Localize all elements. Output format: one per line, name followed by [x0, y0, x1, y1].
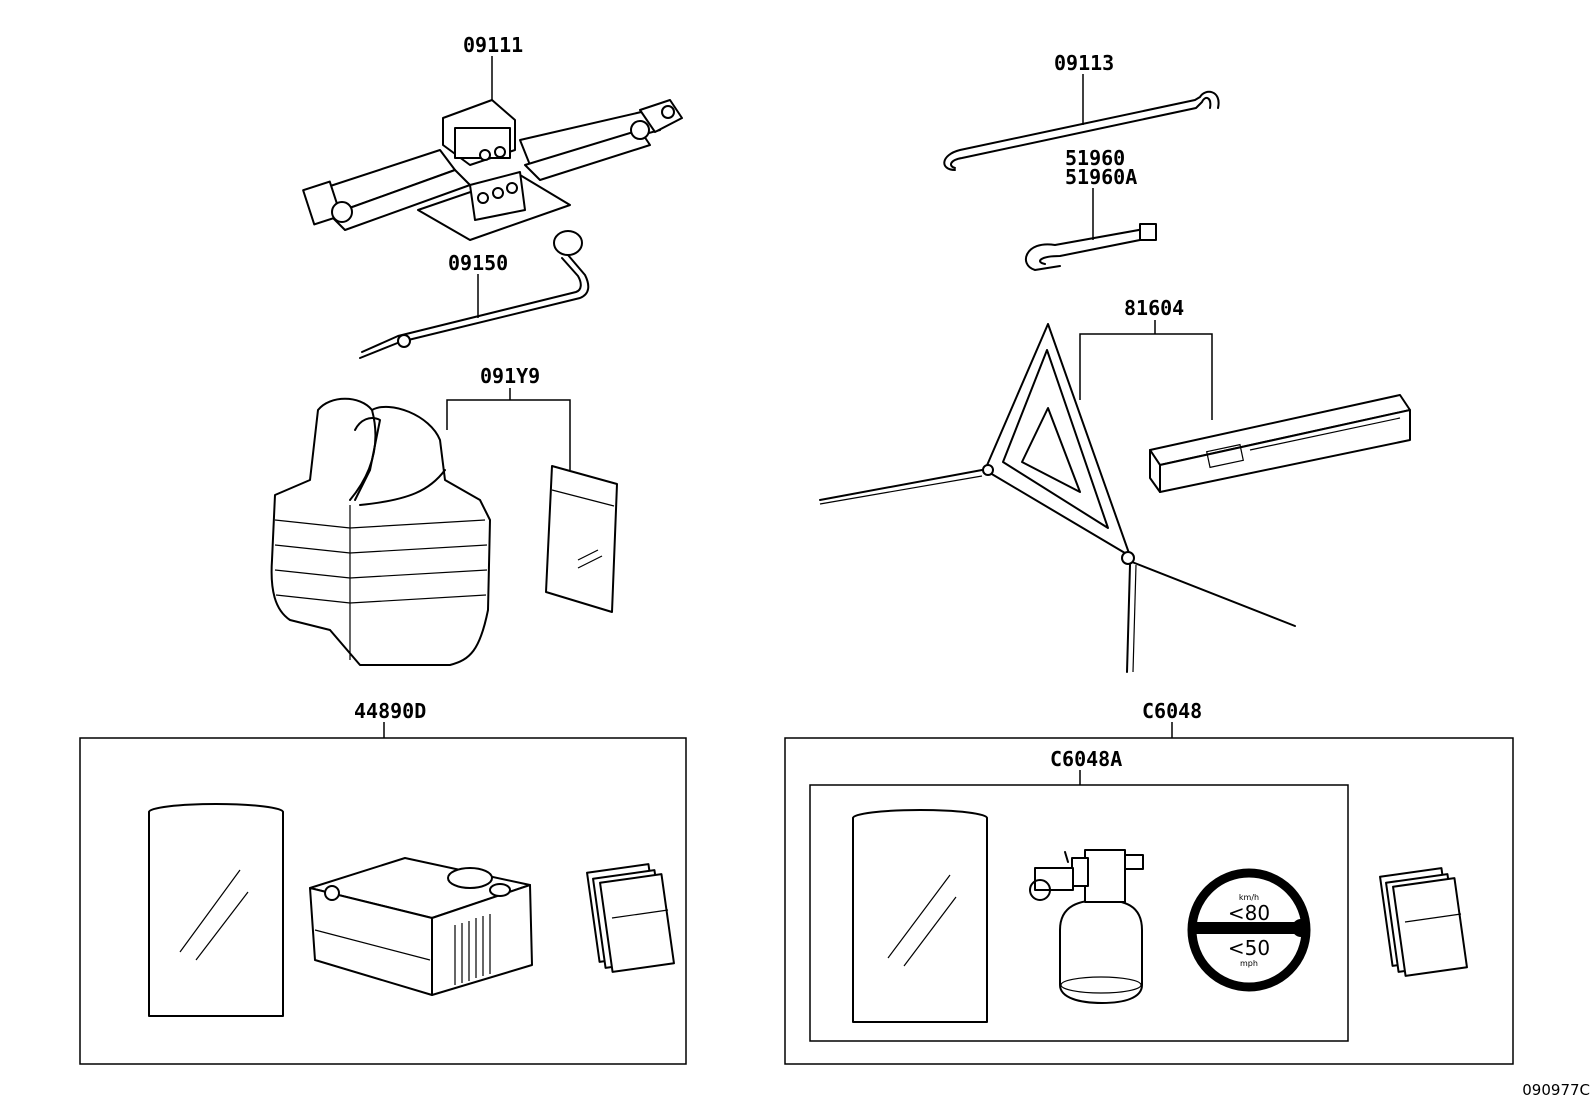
warning-triangle-part: 81604: [819, 296, 1411, 673]
wrench-part: 09150: [359, 230, 590, 359]
vest-part: 091Y9: [270, 364, 618, 666]
label-C6048: C6048: [1142, 699, 1202, 723]
label-C6048A: C6048A: [1050, 747, 1122, 771]
label-09150: 09150: [448, 251, 508, 275]
label-51960: 51960: [1065, 146, 1125, 170]
speed-unit-top: km/h: [1239, 893, 1259, 902]
label-51960A: 51960A: [1065, 165, 1137, 189]
repair-kit-frame: [79, 737, 687, 1065]
speed-value-top: <80: [1228, 901, 1270, 925]
repair-kit-C6048: C6048 C6048A km/h <80 <50 mph: [784, 699, 1514, 1065]
towing-eye-part: 51960 51960A: [1024, 146, 1157, 271]
repair-kit-2a-frame: [809, 784, 1349, 1042]
label-44890D: 44890D: [354, 699, 426, 723]
speed-unit-bottom: mph: [1240, 959, 1258, 968]
speed-value-bottom: <50: [1228, 936, 1270, 960]
jack-handle-part: 09113: [943, 51, 1220, 171]
label-81604: 81604: [1124, 296, 1184, 320]
label-09113: 09113: [1054, 51, 1114, 75]
reference-code: 090977C: [1522, 1081, 1590, 1099]
repair-kit-44890D: 44890D: [79, 699, 687, 1065]
jack-part: 09111: [302, 33, 683, 241]
label-09111: 09111: [463, 33, 523, 57]
label-091Y9: 091Y9: [480, 364, 540, 388]
repair-kit-2-frame: [784, 737, 1514, 1065]
